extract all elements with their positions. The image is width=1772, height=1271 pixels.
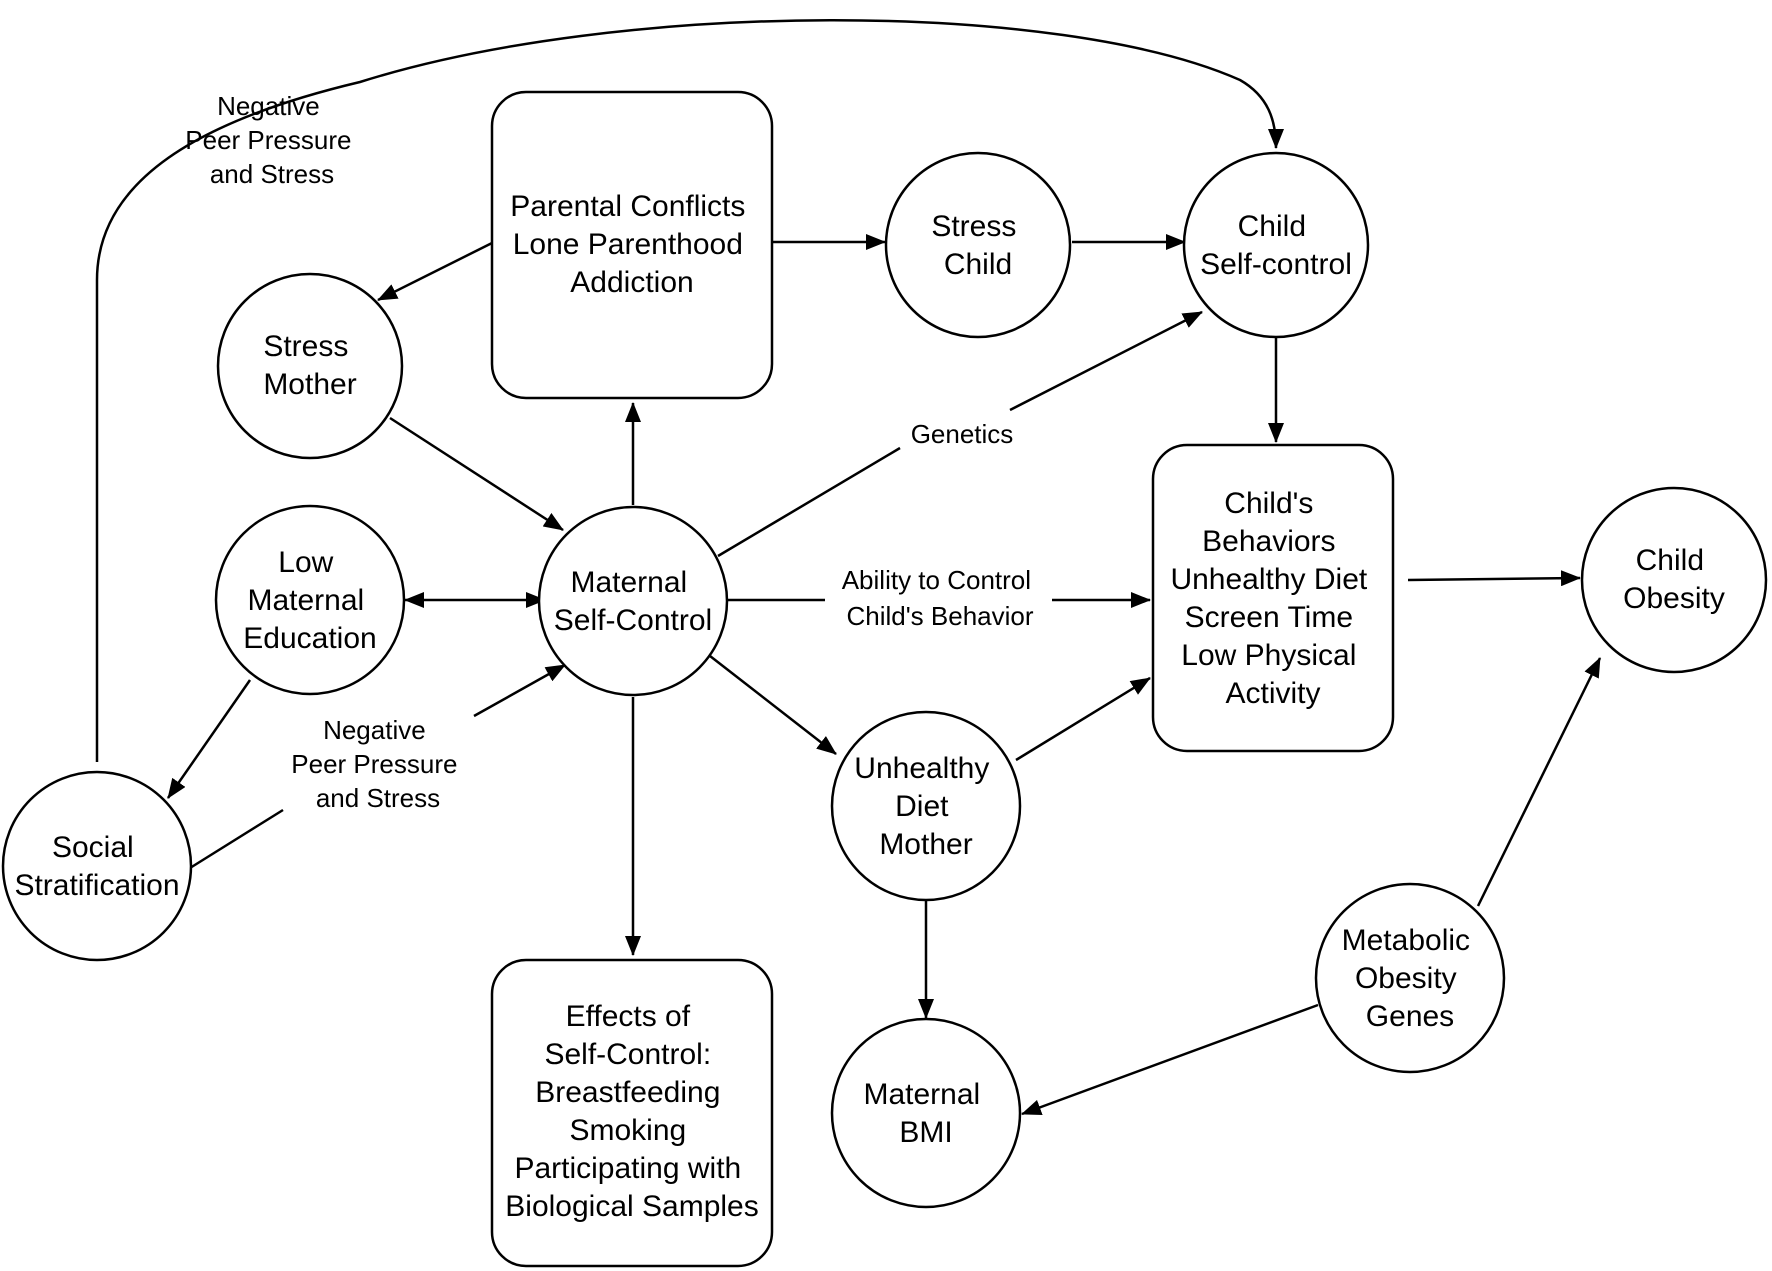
maternal-self-control-circle <box>537 505 729 697</box>
maternal-self-control-label: Maternal Self-Control <box>554 566 712 637</box>
edge-childs-behaviors-to-child-obesity <box>1407 570 1581 587</box>
child-obesity-circle <box>1580 486 1768 674</box>
metabolic-obesity-genes-circle <box>1314 882 1506 1074</box>
edge-low-maternal-education-to-social-stratification <box>166 679 252 799</box>
edge-social-stratification-to-child-self-control <box>95 19 1284 762</box>
edge-metabolic-genes-to-maternal-bmi <box>1021 1003 1319 1116</box>
parental-conflicts-label: Parental Conflicts Lone Parenthood Addic… <box>510 190 753 299</box>
peer-pressure-bottom-label: Negative Peer Pressure and Stress <box>291 715 464 813</box>
childs-behaviors-box <box>1151 443 1395 753</box>
stress-child-circle <box>884 151 1072 339</box>
parental-conflicts-box <box>490 90 774 400</box>
edge-labels-group: Negative Peer Pressure and Stress Negati… <box>185 91 1039 813</box>
edge-genetics-to-child-self-control <box>1009 310 1203 412</box>
stress-child-label: Stress Child <box>931 210 1024 281</box>
childs-behaviors-label: Child's Behaviors Unhealthy Diet Screen … <box>1170 487 1375 710</box>
edge-maternal-self-control-to-unhealthy-diet-mother <box>709 655 837 755</box>
edge-unhealthy-diet-mother-to-childs-behaviors <box>1015 676 1151 762</box>
ability-to-control-label: Ability to Control Child's Behavior <box>842 565 1039 631</box>
low-maternal-education-label: Low Maternal Education <box>243 546 376 655</box>
low-maternal-education-circle <box>214 504 406 696</box>
peer-pressure-top-label: Negative Peer Pressure and Stress <box>185 91 358 189</box>
genetics-label: Genetics <box>911 419 1014 449</box>
edge-stress-mother-to-maternal-self-control <box>389 416 564 532</box>
edges-group <box>95 19 1602 1116</box>
edge-metabolic-genes-to-child-obesity <box>1476 657 1602 907</box>
edge-social-stratification-to-maternal-self-control <box>189 808 284 870</box>
effects-of-self-control-label: Effects of Self-Control: Breastfeeding S… <box>505 1000 758 1223</box>
node-labels-group: Parental Conflicts Lone Parenthood Addic… <box>14 190 1724 1223</box>
maternal-bmi-circle <box>830 1017 1022 1209</box>
unhealthy-diet-mother-circle <box>830 710 1022 902</box>
social-stratification-label: Social Stratification <box>14 831 179 902</box>
social-stratification-circle <box>1 770 193 962</box>
node-shapes-group <box>1 90 1768 1268</box>
child-obesity-label: Child Obesity <box>1623 544 1725 615</box>
edge-parental-conflicts-to-stress-mother <box>377 241 493 302</box>
maternal-bmi-label: Maternal BMI <box>863 1078 988 1149</box>
stress-mother-circle <box>216 272 404 460</box>
edge-social-stratification-to-maternal-self-control-arrow <box>473 663 566 718</box>
stress-mother-label: Stress Mother <box>263 330 356 401</box>
edge-maternal-self-control-to-genetics-label <box>717 446 901 558</box>
child-self-control-label: Child Self-control <box>1200 210 1352 281</box>
metabolic-obesity-genes-label: Metabolic Obesity Genes <box>1342 924 1479 1033</box>
effects-of-self-control-box <box>490 958 774 1268</box>
unhealthy-diet-mother-label: Unhealthy Diet Mother <box>854 752 997 861</box>
child-self-control-circle <box>1182 151 1370 339</box>
